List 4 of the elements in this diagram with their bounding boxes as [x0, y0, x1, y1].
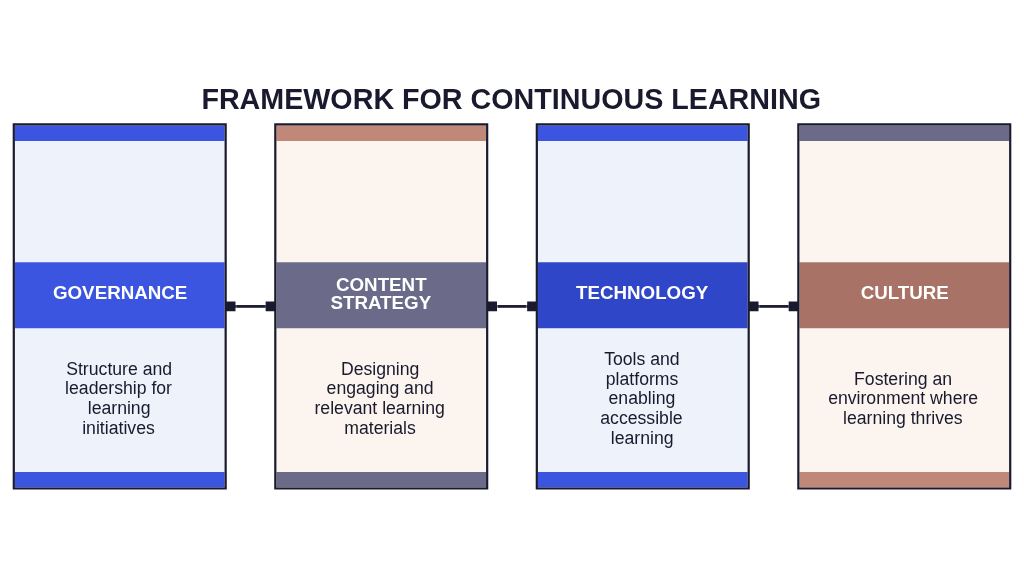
connector [748, 301, 799, 312]
connector [225, 301, 276, 312]
diagram-title: FRAMEWORK FOR CONTINUOUS LEARNING [201, 82, 821, 115]
connector [487, 301, 537, 312]
